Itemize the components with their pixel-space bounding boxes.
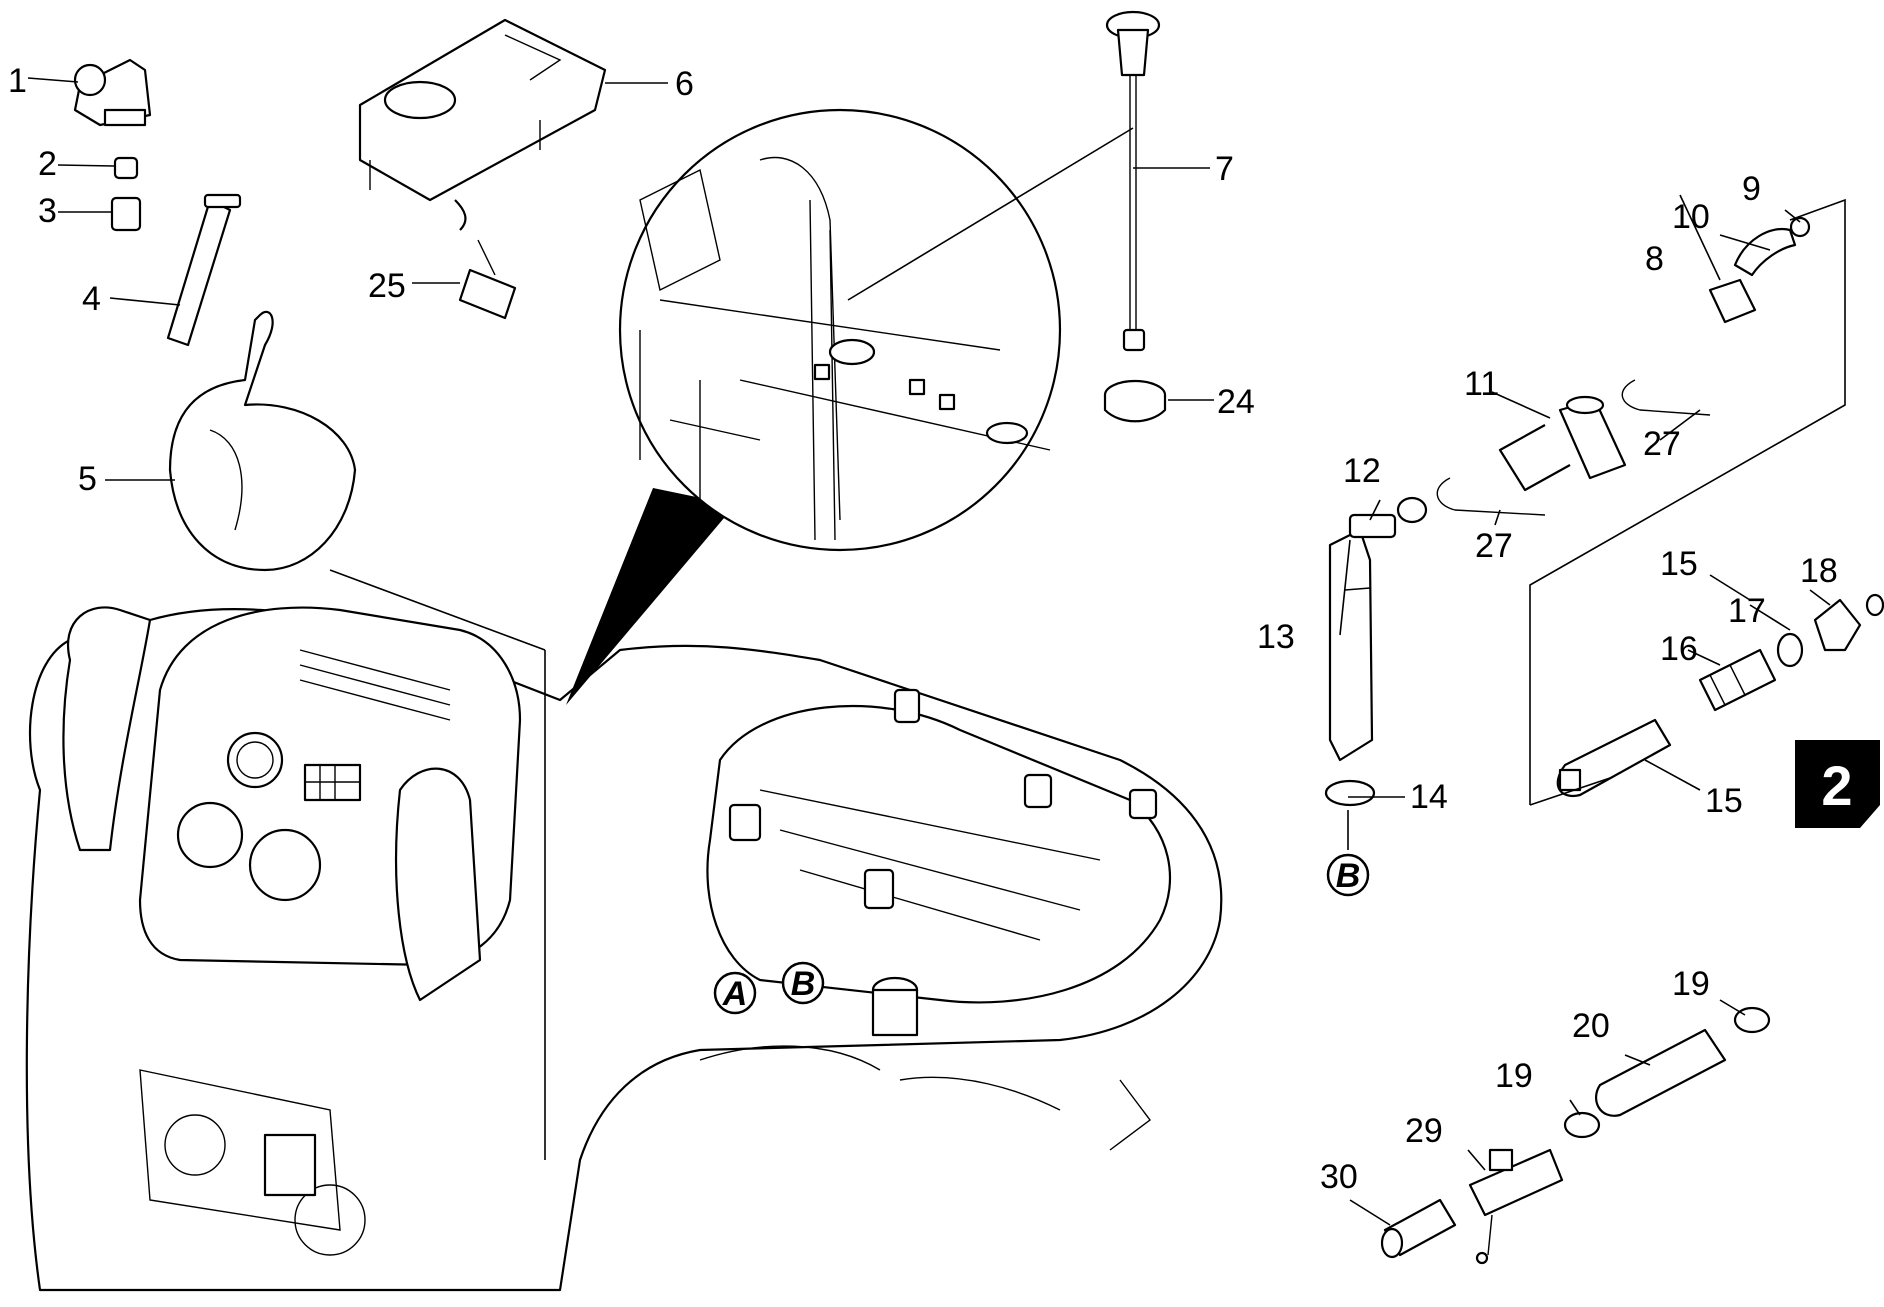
part-7-dipstick [1105,10,1161,352]
callout-6: 6 [675,65,694,103]
part-25-hose-clip [458,239,517,320]
part-17-o-ring [1776,632,1804,668]
callout-19-lower: 19 [1495,1057,1533,1095]
part-27-clip-upper [1621,379,1711,416]
callout-7: 7 [1215,150,1234,188]
part-15-filter-body [1556,718,1672,798]
callout-15-upper: 15 [1660,545,1698,583]
machine-body [25,606,1223,1292]
callout-15-lower: 15 [1705,782,1743,820]
callout-25: 25 [368,267,406,305]
marker-b-lower: B [1326,853,1370,897]
marker-b-lower-text: B [1336,857,1361,895]
page-badge: 2 [1795,740,1880,828]
page-badge-number: 2 [1821,754,1852,817]
part-19-clamp-lower [1563,1111,1601,1139]
callout-9: 9 [1742,170,1761,208]
part-8-nut [1708,278,1757,324]
part-14-seal [1324,779,1376,807]
part-2-cap [113,156,139,180]
callout-12: 12 [1343,452,1381,490]
marker-b: B [781,961,825,1005]
part-11-hose [1498,395,1627,492]
callout-13: 13 [1257,618,1295,656]
detail-magnifier [566,108,1062,705]
part-1-float-switch [73,58,152,127]
callout-14: 14 [1410,778,1448,816]
part-9-o-ring [1789,216,1811,238]
callout-17: 17 [1728,592,1766,630]
part-27-clip-lower [1436,477,1546,516]
callout-3: 3 [38,192,57,230]
callout-8: 8 [1645,240,1664,278]
marker-a: A [713,971,757,1015]
assembly-frame [1529,198,1846,806]
callout-2: 2 [38,145,57,183]
callout-5: 5 [78,460,97,498]
part-3-sleeve [110,196,142,232]
part-5-cover [168,310,357,572]
callout-20: 20 [1572,1007,1610,1045]
part-13-filter-housing [1328,513,1397,762]
part-16-filter-insert [1698,648,1777,712]
part-12-nut [1396,496,1428,524]
callout-1: 1 [8,62,27,100]
marker-a-text: A [722,975,748,1013]
callout-16: 16 [1660,630,1698,668]
part-30-strainer [1380,1198,1457,1259]
callout-19-upper: 19 [1672,965,1710,1003]
callout-11: 11 [1464,365,1499,403]
leader-lines [27,77,1831,1226]
callout-27-lower: 27 [1475,527,1513,565]
marker-b-text: B [791,965,816,1003]
part-6-tank-cover [358,18,607,231]
part-4-level-sensor [166,193,242,347]
part-15-union-nut [1813,598,1862,652]
magnifier-pointer [566,488,735,705]
callout-27-upper: 27 [1643,425,1681,463]
callout-4: 4 [82,280,101,318]
callout-labels: 1 2 3 4 5 6 7 9 10 8 25 24 11 27 12 27 1… [8,62,1838,1196]
part-10-elbow [1733,227,1797,277]
part-24-cap [1103,379,1167,423]
callout-18: 18 [1800,552,1838,590]
part-20-hose [1594,1028,1727,1117]
callout-29: 29 [1405,1112,1443,1150]
callout-24: 24 [1217,383,1255,421]
part-18-o-ring [1865,593,1884,617]
part-29-valve [1468,1148,1564,1265]
callout-10: 10 [1672,198,1710,236]
callout-30: 30 [1320,1158,1358,1196]
